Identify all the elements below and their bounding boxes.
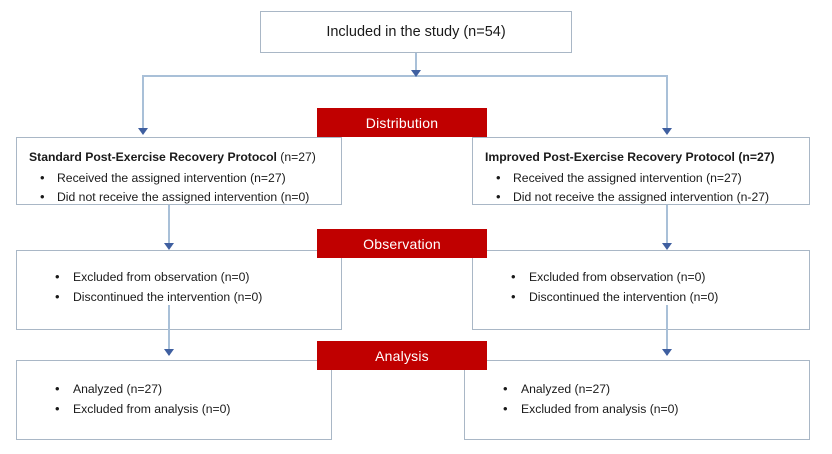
distribution-left-title-bold: Standard Post-Exercise Recovery Protocol <box>29 150 277 164</box>
distribution-left-title-count: (n=27) <box>276 150 316 164</box>
list-item: Excluded from analysis (n=0) <box>27 399 321 419</box>
list-item: Received the assigned intervention (n=27… <box>483 168 799 188</box>
box-distribution-right: Improved Post-Exercise Recovery Protocol… <box>472 137 810 207</box>
list-item: Did not receive the assigned interventio… <box>483 187 799 207</box>
connector-left-obs-to-analysis <box>168 305 170 355</box>
analysis-right-bullets: Analyzed (n=27) Excluded from analysis (… <box>475 379 799 419</box>
section-banner-distribution-label: Distribution <box>365 114 439 131</box>
box-included-in-study: Included in the study (n=54) <box>260 11 572 53</box>
list-item: Analyzed (n=27) <box>475 379 799 399</box>
arrowhead-top-stem <box>411 70 421 77</box>
connector-top-stem <box>415 53 417 75</box>
list-item: Excluded from observation (n=0) <box>483 267 799 287</box>
box-observation-left: Excluded from observation (n=0) Disconti… <box>16 250 342 330</box>
section-banner-analysis-label: Analysis <box>375 347 429 364</box>
list-item: Received the assigned intervention (n=27… <box>27 168 331 188</box>
list-item: Excluded from analysis (n=0) <box>475 399 799 419</box>
analysis-left-bullets: Analyzed (n=27) Excluded from analysis (… <box>27 379 321 419</box>
section-banner-observation-label: Observation <box>363 235 441 252</box>
distribution-right-bullets: Received the assigned intervention (n=27… <box>483 168 799 207</box>
distribution-left-bullets: Received the assigned intervention (n=27… <box>27 168 331 207</box>
list-item: Did not receive the assigned interventio… <box>27 187 331 207</box>
arrowhead-left-drop <box>138 128 148 135</box>
observation-right-bullets: Excluded from observation (n=0) Disconti… <box>483 267 799 307</box>
box-distribution-left: Standard Post-Exercise Recovery Protocol… <box>16 137 342 207</box>
distribution-left-title: Standard Post-Exercise Recovery Protocol… <box>29 148 331 167</box>
connector-left-drop <box>142 75 144 133</box>
included-in-study-label: Included in the study (n=54) <box>326 24 506 40</box>
list-item: Discontinued the intervention (n=0) <box>483 287 799 307</box>
section-banner-analysis: Analysis <box>317 341 487 370</box>
connector-right-dist-to-obs <box>666 205 668 248</box>
connector-left-dist-to-obs <box>168 205 170 248</box>
arrowhead-right-dist-to-obs <box>662 243 672 250</box>
arrowhead-left-dist-to-obs <box>164 243 174 250</box>
box-observation-right: Excluded from observation (n=0) Disconti… <box>472 250 810 330</box>
distribution-right-title: Improved Post-Exercise Recovery Protocol… <box>485 148 799 167</box>
arrowhead-right-obs-to-analysis <box>662 349 672 356</box>
arrowhead-left-obs-to-analysis <box>164 349 174 356</box>
list-item: Discontinued the intervention (n=0) <box>27 287 331 307</box>
list-item: Analyzed (n=27) <box>27 379 321 399</box>
observation-left-bullets: Excluded from observation (n=0) Disconti… <box>27 267 331 307</box>
connector-right-obs-to-analysis <box>666 305 668 355</box>
box-analysis-right: Analyzed (n=27) Excluded from analysis (… <box>464 360 810 440</box>
box-analysis-left: Analyzed (n=27) Excluded from analysis (… <box>16 360 332 440</box>
section-banner-distribution: Distribution <box>317 108 487 137</box>
connector-right-drop <box>666 75 668 133</box>
list-item: Excluded from observation (n=0) <box>27 267 331 287</box>
connector-split-bus <box>142 75 668 77</box>
section-banner-observation: Observation <box>317 229 487 258</box>
arrowhead-right-drop <box>662 128 672 135</box>
distribution-right-title-bold: Improved Post-Exercise Recovery Protocol… <box>485 150 775 164</box>
